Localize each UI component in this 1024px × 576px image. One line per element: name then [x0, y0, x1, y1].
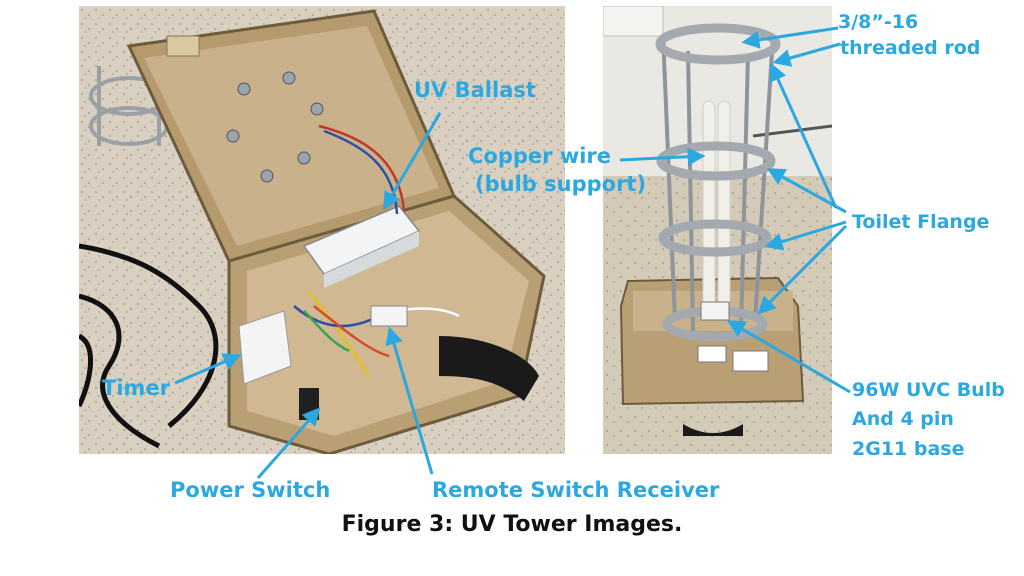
arrow-copper-wire — [619, 147, 706, 166]
colored-wires — [293, 124, 460, 377]
label-copper-wire-line2: (bulb support) — [475, 172, 647, 196]
arrow-timer — [174, 353, 242, 385]
label-bulb-line3: 2G11 base — [852, 438, 965, 460]
label-copper-wire-line1: Copper wire — [468, 144, 612, 168]
bulb-base — [700, 301, 730, 321]
case-handle — [439, 336, 539, 401]
photo-open-case — [79, 6, 565, 454]
arrow-threaded-rod-2 — [772, 42, 841, 67]
label-threaded-rod-line2: threaded rod — [840, 37, 981, 59]
arrow-flange-3 — [757, 224, 848, 315]
label-remote-switch-receiver: Remote Switch Receiver — [432, 478, 720, 502]
arrow-flange-4 — [769, 62, 838, 209]
arrow-threaded-rod-1 — [741, 26, 839, 49]
arrow-remote-receiver — [385, 326, 434, 475]
arrow-flange-2 — [764, 220, 847, 251]
arrow-power-switch — [256, 407, 321, 479]
tower-cage-background — [89, 66, 169, 146]
label-power-switch: Power Switch — [170, 478, 331, 502]
arrow-bulb — [726, 320, 851, 394]
label-threaded-rod-line1: 3/8”-16 — [838, 11, 919, 33]
timer-module — [238, 310, 292, 385]
threaded-rods — [661, 33, 775, 332]
label-timer: Timer — [102, 376, 171, 400]
photo-uv-tower — [603, 6, 832, 454]
label-uv-ballast: UV Ballast — [414, 78, 536, 102]
label-bulb-line1: 96W UVC Bulb — [852, 379, 1005, 401]
lid-bolts — [226, 71, 324, 183]
label-bulb-line2: And 4 pin — [852, 408, 954, 430]
figure-caption: Figure 3: UV Tower Images. — [341, 512, 683, 537]
arrow-uv-ballast — [383, 112, 442, 211]
uv-ballast-unit — [302, 205, 421, 288]
label-toilet-flange: Toilet Flange — [852, 211, 990, 233]
remote-receiver-module — [370, 305, 408, 327]
